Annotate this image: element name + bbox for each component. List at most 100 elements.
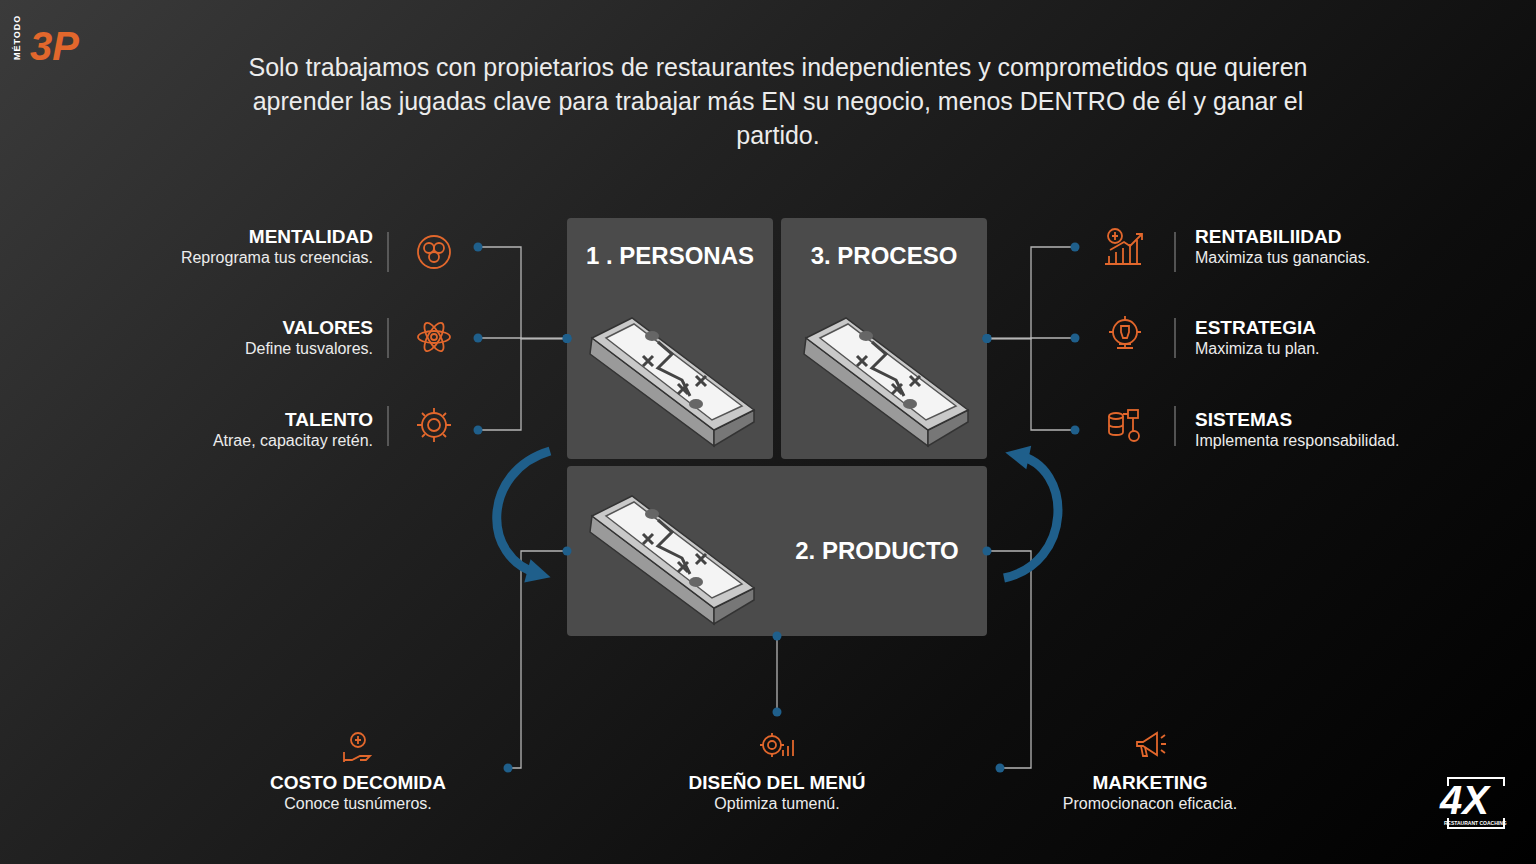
item-node: ESTRATEGIAMaximiza tu plan.: [1075, 314, 1445, 362]
item-node: SISTEMASImplementa responsabilidad.: [1075, 406, 1445, 454]
decor-shape: [1109, 316, 1141, 348]
playbook-icon: [590, 496, 754, 624]
connector-line: [478, 247, 567, 339]
decor-shape: [1121, 326, 1129, 338]
dividers: [388, 232, 1175, 446]
systems-icon: [1109, 410, 1139, 441]
junction-dot: [983, 547, 992, 556]
item-node: RENTABILIIDADMaximiza tus ganancias.: [1075, 223, 1445, 271]
logo-caption: RESTAURANT COACHING: [1444, 820, 1507, 826]
decor-shape: [1112, 232, 1118, 240]
junction-dot: [983, 334, 992, 343]
decor-shape: [783, 740, 793, 756]
connector-line: [987, 339, 1075, 431]
connector-line: [478, 339, 567, 431]
box-shape: [781, 218, 987, 459]
decor-shape: [418, 331, 450, 343]
decor-shape: [1174, 406, 1176, 446]
decor-shape: [417, 408, 451, 442]
decor-shape: [763, 736, 781, 754]
decor-shape: [387, 232, 389, 272]
cycle-arrow: [1004, 455, 1058, 578]
decor-shape: [1129, 431, 1139, 441]
decor-shape: [1109, 416, 1123, 435]
item-heading: DISEÑO DEL MENÚ: [627, 772, 927, 794]
decor-shape: [344, 756, 370, 760]
decor-shape: [768, 741, 776, 749]
decor-shape: [1161, 735, 1166, 753]
box-title: 1 . PERSONAS: [567, 242, 773, 270]
decor-shape: [1110, 234, 1142, 250]
item-node: VALORESDefine tusvalores.: [150, 314, 478, 362]
junction-dot: [504, 764, 513, 773]
item-node: MARKETINGPromocionacon eficacia.: [1000, 712, 1300, 824]
decor-shape: [1137, 733, 1157, 755]
junction-dot: [563, 547, 572, 556]
item-subtitle: Optimiza tumenú.: [627, 794, 927, 814]
junction-dot: [563, 334, 572, 343]
junction-dot: [474, 243, 483, 252]
junction-dot: [1071, 243, 1080, 252]
pillar-box: 3. PROCESO: [781, 218, 987, 459]
decor-shape: [387, 318, 389, 358]
item-heading: VALORES: [150, 317, 373, 339]
decor-shape: [1141, 746, 1147, 756]
logo-caption: MÉTODO: [12, 15, 22, 60]
junction-dot: [983, 334, 992, 343]
box-title: 2. PRODUCTO: [795, 537, 959, 565]
item-subtitle: Reprograma tus creencias.: [150, 248, 373, 268]
talent-icon: [417, 408, 451, 442]
connector-line: [508, 551, 567, 768]
item-heading: RENTABILIIDAD: [1195, 226, 1445, 248]
decor-shape: [1108, 229, 1122, 243]
item-subtitle: Implementa responsabilidad.: [1195, 431, 1445, 451]
junction-dot: [563, 334, 572, 343]
page-title: Solo trabajamos con propietarios de rest…: [218, 50, 1338, 152]
junction-dot: [1071, 426, 1080, 435]
item-heading: MARKETING: [1000, 772, 1300, 794]
item-subtitle: Promocionacon eficacia.: [1000, 794, 1300, 814]
decor-shape: [1113, 320, 1137, 344]
connector-line: [776, 636, 777, 712]
decor-shape: [428, 419, 440, 431]
box-shape: [567, 466, 987, 636]
food-cost-icon: [344, 733, 370, 762]
item-subtitle: Conoce tusnúmeros.: [208, 794, 508, 814]
item-node: MENTALIDADReprograma tus creencias.: [150, 223, 478, 271]
decor-shape: [421, 320, 447, 354]
junction-dot: [773, 708, 782, 717]
item-subtitle: Maximiza tus ganancias.: [1195, 248, 1445, 268]
decor-shape: [418, 236, 450, 268]
decor-shape: [351, 733, 365, 747]
item-node: TALENTOAtrae, capacitay retén.: [150, 406, 478, 454]
item-heading: ESTRATEGIA: [1195, 317, 1445, 339]
cycle-arrow: [497, 451, 550, 574]
item-heading: TALENTO: [150, 409, 373, 431]
item-node: COSTO DECOMIDAConoce tusnúmeros.: [208, 712, 508, 824]
decor-shape: [1174, 232, 1176, 272]
decor-shape: [421, 320, 447, 354]
decor-shape: [1109, 413, 1123, 419]
playbook-icon: [590, 318, 754, 446]
decor-shape: [1174, 318, 1176, 358]
values-icon: [418, 320, 450, 354]
decor-shape: [760, 733, 784, 757]
marketing-icon: [1137, 733, 1166, 756]
decor-shape: [431, 334, 437, 340]
decor-shape: [1128, 410, 1138, 418]
decor-shape: [343, 752, 345, 762]
pillar-box: 2. PRODUCTO: [567, 466, 987, 636]
profit-icon: [1105, 229, 1142, 264]
item-heading: MENTALIDAD: [150, 226, 373, 248]
item-subtitle: Maximiza tu plan.: [1195, 339, 1445, 359]
junction-dot: [474, 426, 483, 435]
junction-dot: [1071, 334, 1080, 343]
junction-dot: [474, 334, 483, 343]
connector-line: [987, 247, 1075, 339]
decor-shape: [355, 736, 361, 744]
item-subtitle: Define tusvalores.: [150, 339, 373, 359]
icons: [344, 229, 1166, 762]
item-subtitle: Atrae, capacitay retén.: [150, 431, 373, 451]
decor-shape: [1123, 414, 1133, 431]
item-heading: COSTO DECOMIDA: [208, 772, 508, 794]
